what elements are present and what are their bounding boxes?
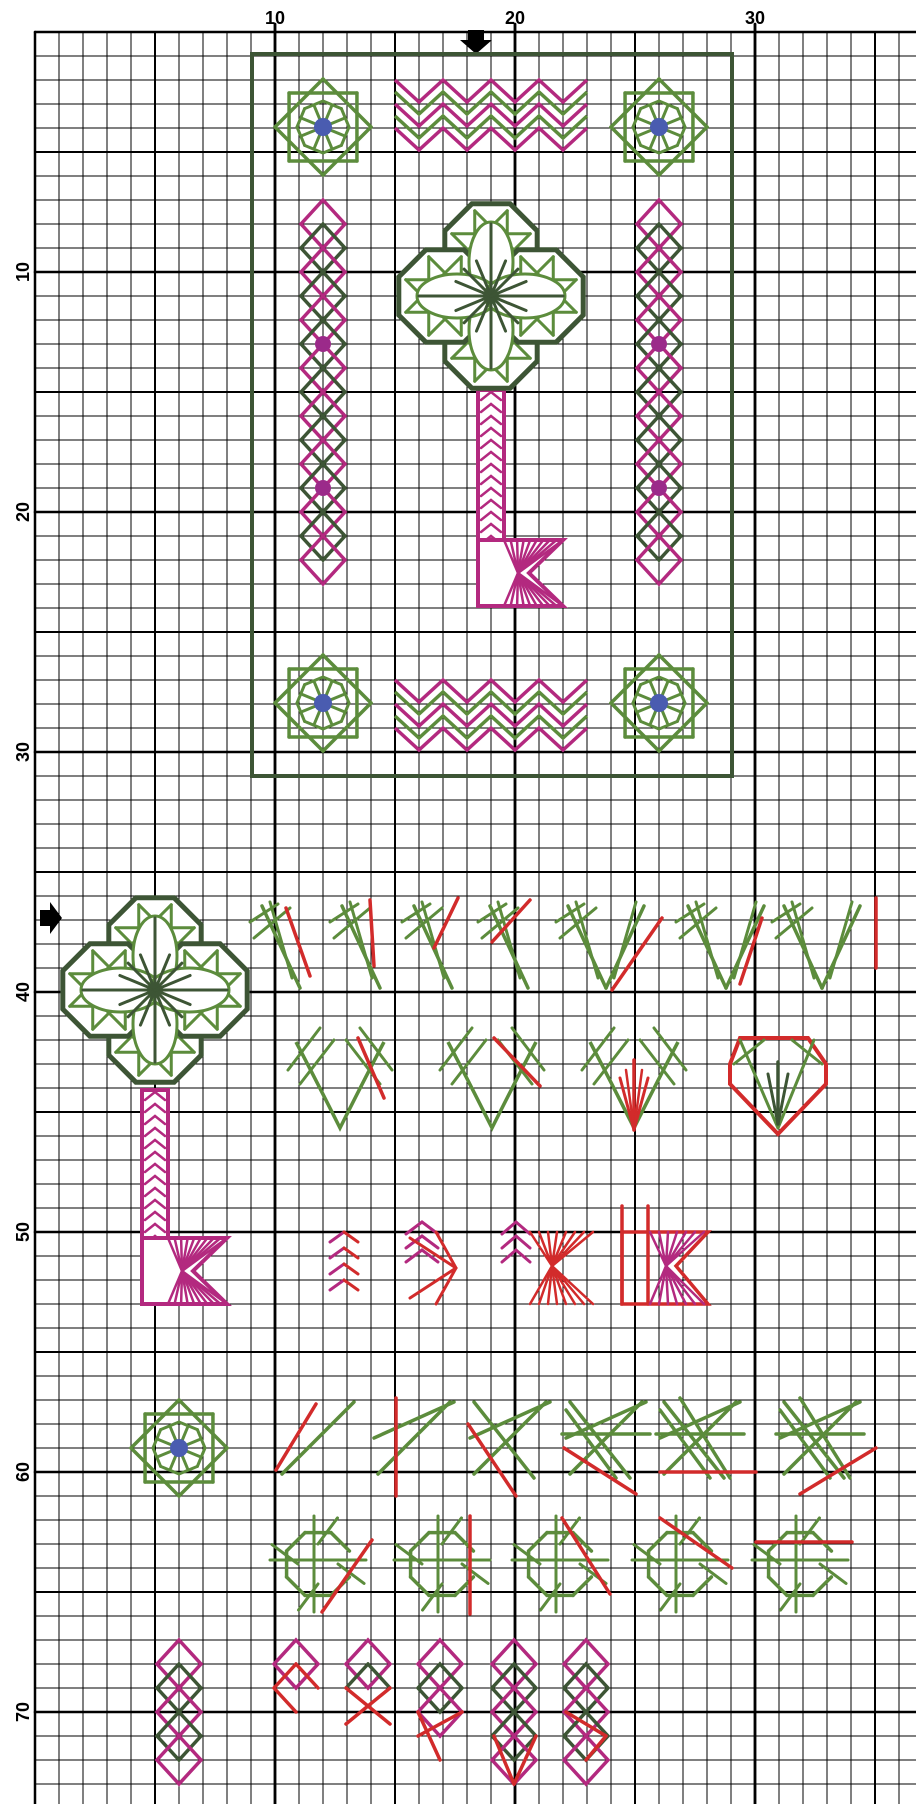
diamond-dot	[315, 480, 331, 496]
diamond-dot	[651, 480, 667, 496]
side-label-70: 70	[13, 1702, 33, 1722]
top-label-30: 30	[745, 8, 765, 28]
star-center-dot	[170, 1439, 188, 1457]
star-bottom-right	[611, 655, 707, 751]
diamond-dot	[651, 336, 667, 352]
side-label-20: 20	[13, 502, 33, 522]
side-label-10: 10	[13, 262, 33, 282]
star-top-right	[611, 79, 707, 175]
star-center-dot	[314, 694, 332, 712]
top-label-20: 20	[505, 8, 525, 28]
side-label-50: 50	[13, 1222, 33, 1242]
side-label-40: 40	[13, 982, 33, 1002]
star-bottom-left	[275, 655, 371, 751]
star-center-dot	[314, 118, 332, 136]
diamond-dot	[315, 336, 331, 352]
side-label-60: 60	[13, 1462, 33, 1482]
side-label-30: 30	[13, 742, 33, 762]
top-label-10: 10	[265, 8, 285, 28]
star-top-left	[275, 79, 371, 175]
star-sample	[131, 1400, 227, 1496]
star-center-dot	[650, 694, 668, 712]
star-center-dot	[650, 118, 668, 136]
